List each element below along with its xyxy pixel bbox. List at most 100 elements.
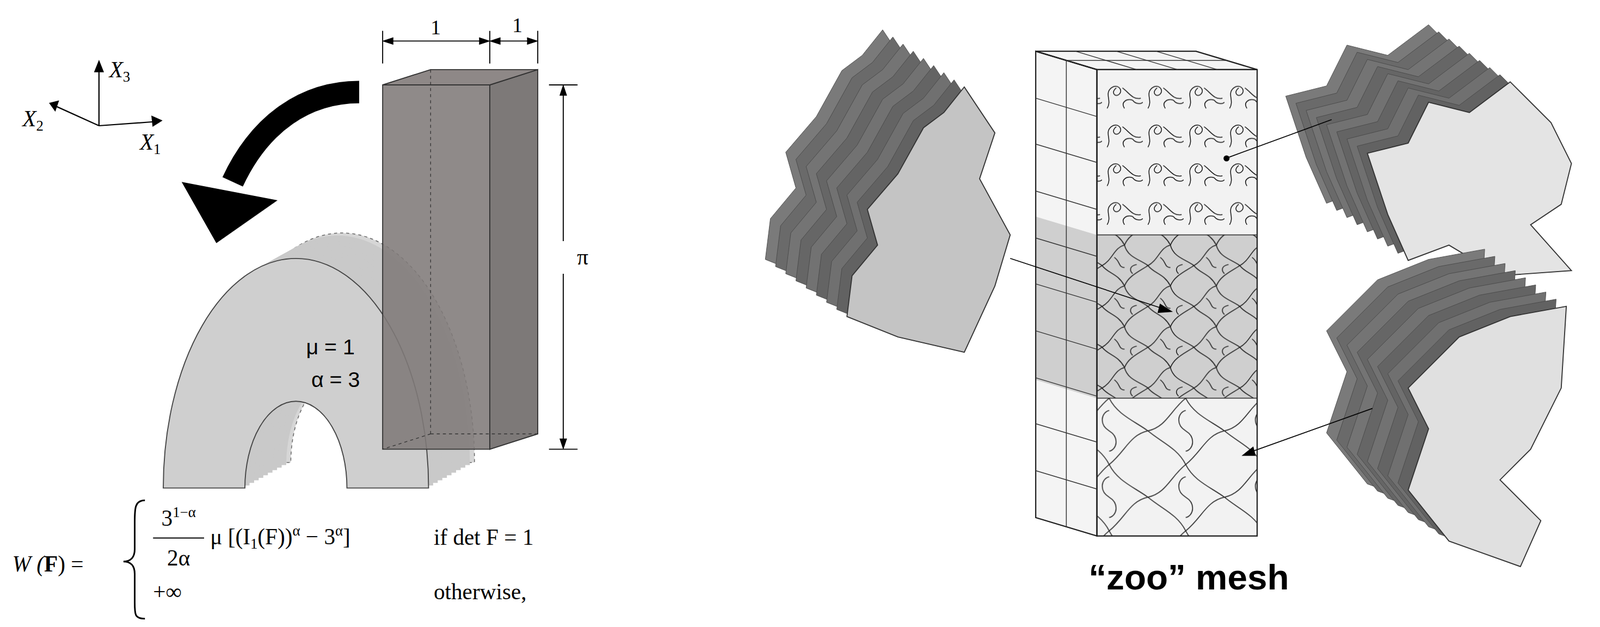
formula-text-group: μ [(I1(F))α− 3α]: [210, 522, 351, 553]
formula-text: 1−α: [172, 503, 196, 520]
dimension-label: π: [576, 244, 589, 270]
axis-label-group: X1: [139, 130, 162, 158]
drawing-polygon: [1242, 447, 1256, 456]
axis-label: 2: [35, 117, 43, 134]
material-parameter-group: μ = 1: [306, 335, 355, 359]
formula-text: ]: [342, 524, 351, 550]
straight-block: [382, 69, 538, 450]
drawing-polygon: [50, 101, 59, 111]
drawing-polygon: [1035, 51, 1098, 537]
drawing-polygon: [479, 38, 489, 45]
drawing-line: [1035, 423, 1098, 443]
drawing-polygon: [490, 38, 501, 45]
dimension-label-group: π: [576, 244, 589, 270]
drawing-line: [1035, 284, 1098, 303]
leader-lines: [1010, 119, 1373, 456]
axis-label: X: [109, 57, 123, 83]
drawing-rect: [1097, 398, 1258, 537]
drawing-line: [1066, 59, 1227, 61]
axis-label: 1: [153, 140, 161, 158]
drawing-polygon: [181, 181, 278, 244]
dimension-lines: [382, 31, 578, 450]
drawing-polygon: [151, 116, 162, 126]
formula-text-group: otherwise,: [433, 579, 527, 605]
axis-label-group: X3: [109, 57, 131, 86]
drawing-polygon: [383, 38, 393, 45]
formula-text: W (: [12, 551, 45, 577]
formula-text: if det F = 1: [433, 524, 534, 550]
drawing-line: [1035, 330, 1098, 350]
figure-caption-group: “zoo” mesh: [1088, 557, 1289, 598]
drawing-polygon: [382, 84, 490, 449]
drawing-polygon: [94, 61, 103, 72]
formula-text: F: [44, 551, 58, 577]
drawing-circle: [1223, 155, 1229, 161]
drawing-line: [537, 31, 539, 64]
bend-arrow: [181, 91, 360, 244]
formula-text: (F)): [257, 524, 293, 550]
mesh-column: [1035, 51, 1258, 537]
drawing-polygon: [1035, 51, 1258, 70]
drawing-use: [846, 87, 1011, 353]
drawing-rect: [1097, 398, 1258, 537]
drawing-line: [384, 40, 488, 42]
drawing-use: [1367, 81, 1572, 276]
drawing-line: [562, 87, 564, 242]
axis-label-group: X2: [22, 106, 44, 135]
drawing-rect: [1097, 69, 1258, 236]
drawing-polygon: [1158, 304, 1172, 313]
formula-text-group: 2α: [167, 545, 190, 571]
drawing-line: [1035, 237, 1098, 257]
formula-text: μ [(I: [210, 524, 251, 550]
formula-text: +∞: [152, 579, 182, 605]
material-parameter: μ = 1: [306, 334, 355, 359]
drawing-rect: [1097, 235, 1258, 399]
drawing-line: [152, 537, 205, 539]
drawing-polygon: [560, 439, 566, 449]
drawing-rect: [1097, 69, 1258, 236]
dimension-label: 1: [512, 14, 523, 37]
drawing-path: [123, 500, 145, 619]
material-parameter-group: α = 3: [311, 367, 361, 392]
formula-text: 2α: [167, 545, 190, 571]
axis-label: X: [22, 106, 36, 132]
formula-text: − 3: [305, 524, 336, 550]
drawing-line: [1035, 144, 1098, 163]
formula-text: α: [292, 522, 300, 539]
drawing-line: [382, 31, 384, 64]
zoom-cell-bottom-right: [1326, 249, 1567, 567]
drawing-polygon: [560, 85, 566, 96]
formula-text: 3: [161, 505, 174, 531]
drawing-line: [1035, 377, 1098, 397]
dimension-label-group: 1: [512, 14, 523, 37]
dimension-label: 1: [430, 16, 441, 39]
formula-symbols: [123, 500, 205, 619]
drawing-rect: [1097, 235, 1258, 399]
drawing-polygon: [1035, 51, 1258, 70]
formula-text-group: +∞: [152, 579, 182, 605]
drawing-line: [430, 433, 538, 435]
drawing-line: [1246, 408, 1373, 454]
formula-text: α: [335, 522, 343, 539]
formula-text-group: 31−α: [161, 503, 196, 531]
drawing-polygon: [1035, 51, 1098, 537]
formula-text: 1: [250, 535, 258, 552]
drawing-line: [1035, 97, 1098, 117]
material-parameter: α = 3: [311, 367, 361, 392]
drawing-line: [382, 433, 431, 449]
dimension-label-group: 1: [430, 16, 441, 39]
drawing-use: [1408, 306, 1567, 567]
drawing-rect: [1097, 69, 1258, 537]
figure-caption: “zoo” mesh: [1088, 557, 1289, 598]
drawing-line: [98, 67, 100, 126]
drawing-polygon: [382, 69, 538, 85]
axis-label: X: [139, 129, 154, 155]
axes: [50, 61, 162, 126]
drawing-polygon: [489, 69, 538, 450]
drawing-line: [1010, 258, 1166, 310]
drawing-line: [1035, 470, 1098, 490]
formula-text-group: if det F = 1: [433, 525, 534, 550]
drawing-line: [99, 121, 156, 127]
zoom-cell-left: [765, 29, 1011, 353]
formula-text: ) =: [57, 551, 84, 577]
